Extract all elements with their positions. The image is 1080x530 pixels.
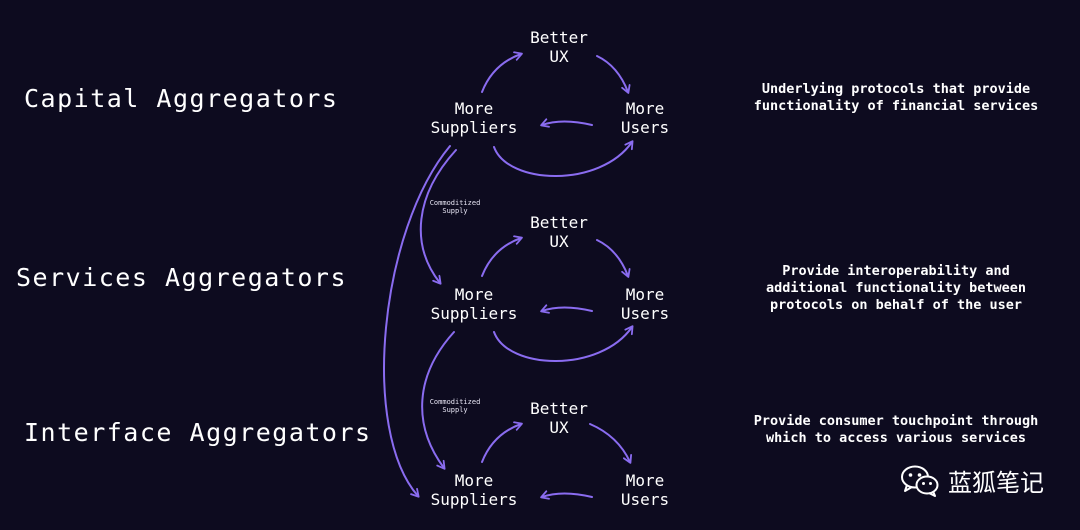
level-title-interface: Interface Aggregators (24, 418, 372, 447)
node-label-line: More (454, 471, 494, 490)
description-line: Underlying protocols that provide (761, 81, 1031, 97)
node-label-line: Users (620, 118, 670, 137)
level-description-capital: Underlying protocols that provide functi… (754, 81, 1038, 115)
level-title-services: Services Aggregators (16, 263, 348, 292)
node-label-line: UX (549, 418, 569, 437)
arrow-commoditized-supply-1 (419, 149, 457, 285)
node-label-line: Better (530, 28, 588, 47)
arrow-suppliers-to-ux-3 (481, 421, 523, 463)
commoditized-supply-label-2: Commoditized Supply (430, 398, 481, 414)
watermark: 蓝狐笔记 (900, 463, 1044, 498)
arrow-users-to-suppliers-2 (540, 304, 593, 314)
node-label-line: More (625, 471, 665, 490)
node-label-line: Suppliers (430, 118, 518, 137)
description-line: additional functionality between (765, 280, 1027, 296)
node-label-line: Suppliers (430, 490, 518, 509)
node-more-users-1: More Users (621, 99, 669, 137)
node-more-users-3: More Users (621, 471, 669, 509)
node-label-line: Users (620, 490, 670, 509)
arrow-commoditized-supply-2 (421, 331, 455, 470)
flow-label-line: Commoditized (429, 398, 481, 406)
arrow-capital-to-interface (383, 145, 451, 498)
flow-label-line: Commoditized (429, 199, 481, 207)
arrow-ux-to-users-3 (589, 423, 633, 464)
node-better-ux-1: Better UX (530, 28, 588, 66)
description-line: protocols on behalf of the user (770, 297, 1022, 313)
description-line: functionality of financial services (753, 98, 1039, 114)
node-label-line: UX (549, 232, 569, 251)
arrow-suppliers-to-ux-2 (481, 235, 523, 277)
node-label-line: More (454, 285, 494, 304)
description-line: Provide interoperability and (782, 263, 1010, 279)
description-line: which to access various services (765, 430, 1027, 446)
node-label-line: Better (530, 399, 588, 418)
arrow-users-to-suppliers-1 (540, 118, 593, 128)
node-label-line: Users (620, 304, 670, 323)
node-more-users-2: More Users (621, 285, 669, 323)
node-label-line: Suppliers (430, 304, 518, 323)
wechat-icon (901, 465, 939, 497)
level-description-interface: Provide consumer touchpoint through whic… (754, 413, 1038, 447)
arrow-ux-to-users-1 (596, 55, 631, 94)
arrow-suppliers-to-users-curve-2 (493, 325, 634, 362)
watermark-text: 蓝狐笔记 (948, 469, 1044, 497)
node-label-line: UX (549, 47, 569, 66)
flow-label-line: Supply (442, 207, 468, 215)
flow-label-line: Supply (442, 406, 468, 414)
arrow-ux-to-users-2 (596, 239, 631, 278)
arrow-suppliers-to-ux-1 (481, 51, 523, 93)
node-label-line: More (625, 285, 665, 304)
node-label-line: More (625, 99, 665, 118)
level-description-services: Provide interoperability and additional … (766, 263, 1026, 314)
commoditized-supply-label-1: Commoditized Supply (430, 199, 481, 215)
node-label-line: Better (530, 213, 588, 232)
node-more-suppliers-2: More Suppliers (431, 285, 518, 323)
node-more-suppliers-3: More Suppliers (431, 471, 518, 509)
node-more-suppliers-1: More Suppliers (431, 99, 518, 137)
node-better-ux-3: Better UX (530, 399, 588, 437)
level-title-capital: Capital Aggregators (24, 84, 339, 113)
node-label-line: More (454, 99, 494, 118)
arrow-users-to-suppliers-3 (540, 490, 593, 500)
node-better-ux-2: Better UX (530, 213, 588, 251)
arrow-suppliers-to-users-curve-1 (493, 140, 634, 177)
description-line: Provide consumer touchpoint through (753, 413, 1039, 429)
